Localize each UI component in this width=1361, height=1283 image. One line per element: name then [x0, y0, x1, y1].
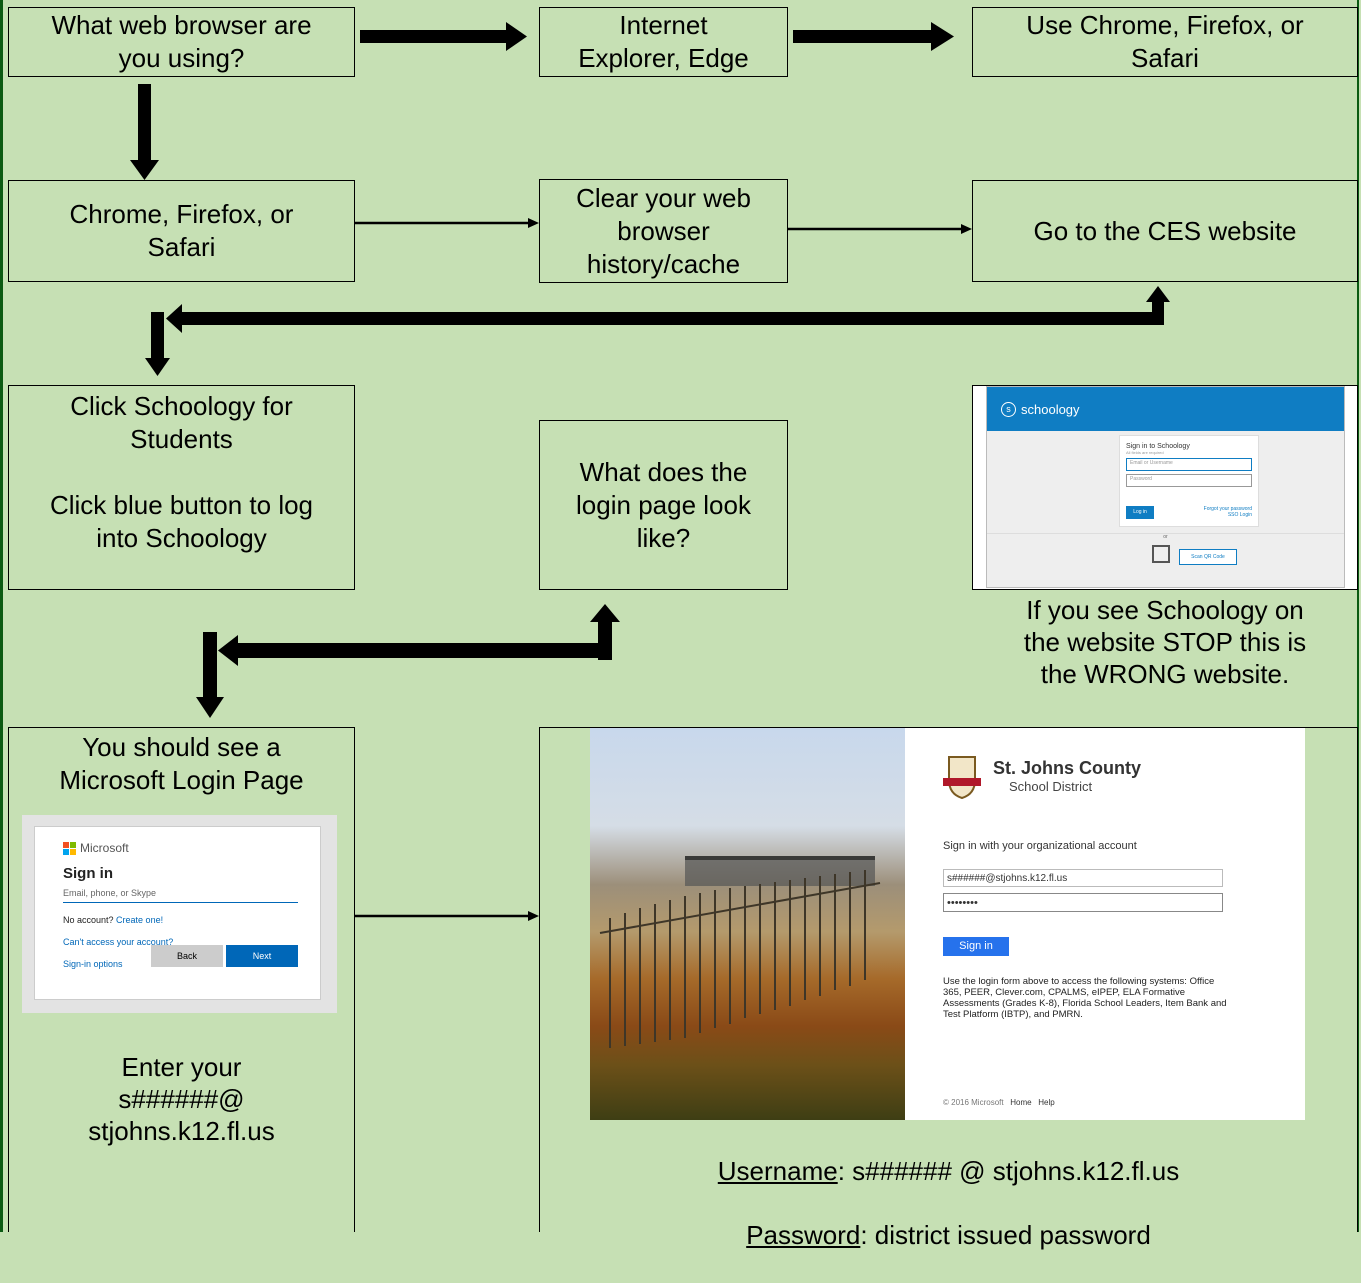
arrow-browser-to-chrome	[130, 84, 159, 180]
password-line: Password: district issued password	[539, 1219, 1358, 1251]
schoology-email-input[interactable]: Email or Username	[1126, 458, 1252, 471]
schoology-password-input[interactable]: Password	[1126, 474, 1252, 487]
microsoft-cant-access-link[interactable]: Can't access your account?	[63, 937, 174, 947]
microsoft-brand: Microsoft	[80, 841, 129, 855]
microsoft-next-button[interactable]: Next	[226, 945, 298, 967]
arrow-browser-to-ie	[360, 22, 527, 51]
ces-website-text: Go to the CES website	[1033, 215, 1297, 246]
question-browser-text: What web browser are you using?	[51, 10, 312, 73]
stjohns-login-screenshot: St. Johns County School District Sign in…	[590, 728, 1305, 1120]
microsoft-create-link[interactable]: Create one!	[116, 915, 164, 925]
schoology-login-card: Sign in to Schoology All fields are requ…	[1119, 435, 1259, 527]
schoology-qr-button[interactable]: Scan QR Code	[1179, 549, 1237, 565]
schoology-login-button[interactable]: Log in	[1126, 506, 1154, 519]
district-name-line2: School District	[1009, 779, 1093, 794]
schoology-forgot-link[interactable]: Forgot your password	[1203, 506, 1252, 512]
signin-prompt: Sign in with your organizational account	[943, 840, 1137, 852]
username-value: : s###### @ stjohns.k12.fl.us	[837, 1156, 1180, 1186]
beach-dune-photo	[590, 728, 905, 1120]
schoology-required: All fields are required	[1126, 450, 1164, 455]
arrow-clear-to-ces	[788, 224, 972, 234]
stjohns-username-input[interactable]: s######@stjohns.k12.fl.us	[943, 869, 1223, 887]
schoology-header: s schoology	[987, 387, 1344, 431]
microsoft-email-input[interactable]: Email, phone, or Skype	[63, 888, 298, 903]
arrow-microsoft-to-stjohns	[355, 911, 539, 921]
click-schoology-box: Click Schoology for Students Click blue …	[8, 385, 355, 590]
username-label: Username	[717, 1156, 838, 1186]
arrow-login-look-to-microsoft	[196, 604, 620, 718]
microsoft-login-card: Microsoft Sign in Email, phone, or Skype…	[34, 826, 321, 1000]
microsoft-signin-title: Sign in	[63, 865, 113, 882]
microsoft-logo: Microsoft	[63, 841, 292, 855]
username-line: Username: s###### @ stjohns.k12.fl.us	[539, 1155, 1358, 1187]
microsoft-no-account-text: No account?	[63, 915, 117, 925]
microsoft-signin-options-link[interactable]: Sign-in options	[63, 959, 123, 969]
arrow-ces-to-schoology	[145, 286, 1170, 376]
stjohns-signin-button[interactable]: Sign in	[943, 937, 1009, 956]
use-other-browser-box: Use Chrome, Firefox, or Safari	[972, 7, 1358, 77]
enter-username-text: Enter your s######@ stjohns.k12.fl.us	[88, 1052, 275, 1146]
question-browser-box: What web browser are you using?	[8, 7, 355, 77]
schoology-or: or	[987, 533, 1344, 540]
qr-code-icon	[1152, 545, 1170, 563]
microsoft-login-heading: You should see a Microsoft Login Page	[59, 732, 304, 795]
ces-website-box: Go to the CES website	[972, 180, 1358, 282]
copyright-text: © 2016 Microsoft	[943, 1098, 1004, 1107]
schoology-brand: schoology	[1021, 401, 1080, 417]
ie-edge-box: Internet Explorer, Edge	[539, 7, 788, 77]
home-link[interactable]: Home	[1010, 1098, 1032, 1107]
login-look-box: What does the login page look like?	[539, 420, 788, 590]
stjohns-password-input[interactable]: ••••••••	[943, 893, 1223, 912]
district-name: St. Johns County	[993, 758, 1141, 778]
systems-info-text: Use the login form above to access the f…	[943, 976, 1227, 1020]
microsoft-no-account: No account? Create one!	[63, 915, 292, 925]
ie-edge-text: Internet Explorer, Edge	[578, 10, 749, 73]
wrong-website-note: If you see Schoology on the website STOP…	[1023, 595, 1307, 689]
page-border	[0, 0, 1359, 1232]
chrome-firefox-text: Chrome, Firefox, or Safari	[69, 199, 294, 262]
chrome-firefox-box: Chrome, Firefox, or Safari	[8, 180, 355, 282]
login-look-text: What does the login page look like?	[576, 456, 751, 553]
connector-arrows	[130, 22, 1170, 921]
arrow-ie-to-use-other	[793, 22, 954, 51]
schoology-login-screenshot: s schoology Sign in to Schoology All fiel…	[986, 386, 1345, 588]
schoology-sso-link[interactable]: SSO Login	[1227, 512, 1252, 518]
use-other-browser-text: Use Chrome, Firefox, or Safari	[1026, 10, 1304, 73]
microsoft-logo-icon	[63, 841, 76, 855]
clear-cache-text: Clear your web browser history/cache	[576, 182, 751, 279]
credentials-text: Username: s###### @ stjohns.k12.fl.us Pa…	[539, 1123, 1358, 1283]
boardwalk-fence-image	[599, 856, 881, 1048]
arrow-chrome-to-clear	[355, 218, 539, 228]
stjohns-footer: © 2016 Microsoft Home Help	[943, 1098, 1055, 1107]
schoology-logo-icon: s	[1001, 401, 1016, 417]
clear-cache-box: Clear your web browser history/cache	[539, 179, 788, 283]
schoology-heading: Sign in to Schoology	[1126, 443, 1190, 450]
stjohns-login-panel: St. Johns County School District Sign in…	[905, 728, 1305, 1120]
microsoft-login-screenshot: Microsoft Sign in Email, phone, or Skype…	[22, 815, 337, 1013]
help-link[interactable]: Help	[1038, 1098, 1055, 1107]
district-shield-icon	[943, 756, 981, 800]
password-value: : district issued password	[860, 1220, 1151, 1250]
password-label: Password	[746, 1220, 861, 1250]
click-schoology-text: Click Schoology for Students Click blue …	[49, 391, 314, 553]
microsoft-back-button[interactable]: Back	[151, 945, 223, 967]
